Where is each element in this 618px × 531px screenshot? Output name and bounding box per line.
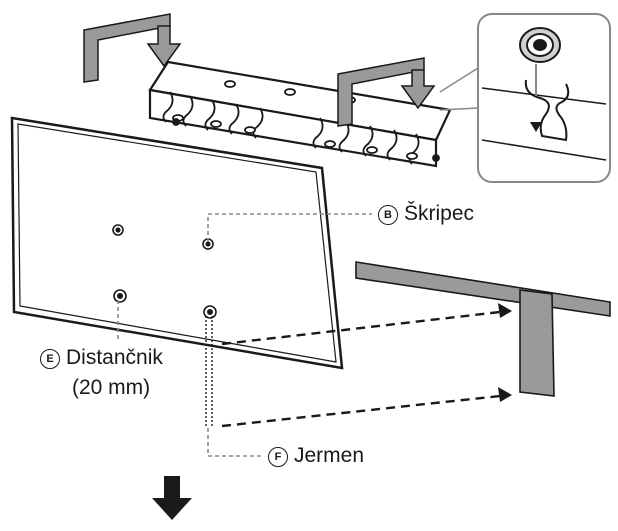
label-spacer-line1: Distančnik [66, 346, 163, 369]
down-arrow-icon [152, 476, 192, 520]
belt [205, 316, 213, 428]
badge-belt: F [268, 447, 288, 467]
leader-lines [117, 213, 372, 457]
hook-icon [524, 64, 570, 142]
hook-left [83, 13, 171, 83]
label-clip-text: Škripec [404, 202, 475, 225]
label-clip: B Škripec [378, 202, 474, 226]
down-arrow-icon [146, 25, 182, 68]
down-arrow-icon [400, 69, 436, 110]
label-spacer: E Distančnik [40, 346, 163, 370]
stand [355, 261, 611, 397]
wall-bracket [148, 60, 452, 168]
badge-spacer: E [40, 349, 60, 369]
hook-detail-inset [439, 13, 611, 183]
tv-back-panel [10, 116, 344, 370]
screw-icon [519, 27, 561, 63]
label-spacer-text-line2: (20 mm) [72, 376, 151, 399]
dashed-arrows [221, 310, 501, 428]
badge-clip: B [378, 205, 398, 225]
arrow-icon [530, 122, 542, 132]
label-belt-text: Jermen [294, 444, 365, 467]
label-belt: F Jermen [268, 444, 364, 468]
arrow-icon [498, 303, 512, 402]
hook-right [337, 57, 425, 127]
label-spacer-line2: (20 mm) [72, 376, 150, 400]
